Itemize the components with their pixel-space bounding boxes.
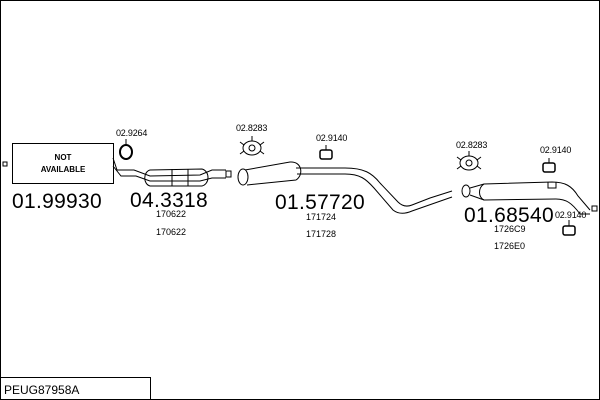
gasket-icon [119, 144, 133, 160]
hanger-b-icon [542, 158, 556, 173]
part-number-4: 01.68540 [464, 204, 554, 227]
part-4-ref-1: 1726C9 [494, 224, 526, 234]
hanger-c-part-label: 02.9140 [555, 210, 587, 220]
clamp-b-part-label: 02.8283 [456, 140, 488, 150]
part-number-3: 01.57720 [275, 191, 365, 214]
hanger-a-icon [319, 145, 333, 160]
not-available-line-2: AVAILABLE [40, 165, 86, 174]
not-available-box: NOT AVAILABLE [12, 143, 114, 184]
center-muffler-icon [237, 161, 453, 214]
model-code: PEUG87958A [4, 383, 80, 397]
part-number-1: 01.99930 [12, 190, 102, 213]
part-3-ref-2: 171728 [306, 229, 337, 239]
model-code-box: PEUG87958A [0, 377, 151, 400]
hanger-c-icon [562, 220, 576, 236]
clamp-a-part-label: 02.8283 [236, 123, 268, 133]
hanger-b-part-label: 02.9140 [540, 145, 572, 155]
clamp-b-icon [456, 151, 482, 171]
part-3-ref-1: 171724 [306, 212, 337, 222]
part-number-2: 04.3318 [130, 189, 209, 212]
not-available-line-1: NOT [54, 153, 72, 162]
right-connector-icon [591, 205, 598, 212]
gasket-part-label: 02.9264 [116, 128, 148, 138]
catalytic-converter-icon [112, 157, 232, 187]
part-2-ref-2: 170622 [156, 227, 187, 237]
left-connector-icon [2, 161, 8, 167]
part-4-ref-2: 1726E0 [494, 241, 526, 251]
hanger-a-part-label: 02.9140 [316, 133, 348, 143]
clamp-a-icon [239, 136, 265, 156]
part-2-ref-1: 170622 [156, 209, 187, 219]
rear-muffler-icon [461, 181, 591, 215]
